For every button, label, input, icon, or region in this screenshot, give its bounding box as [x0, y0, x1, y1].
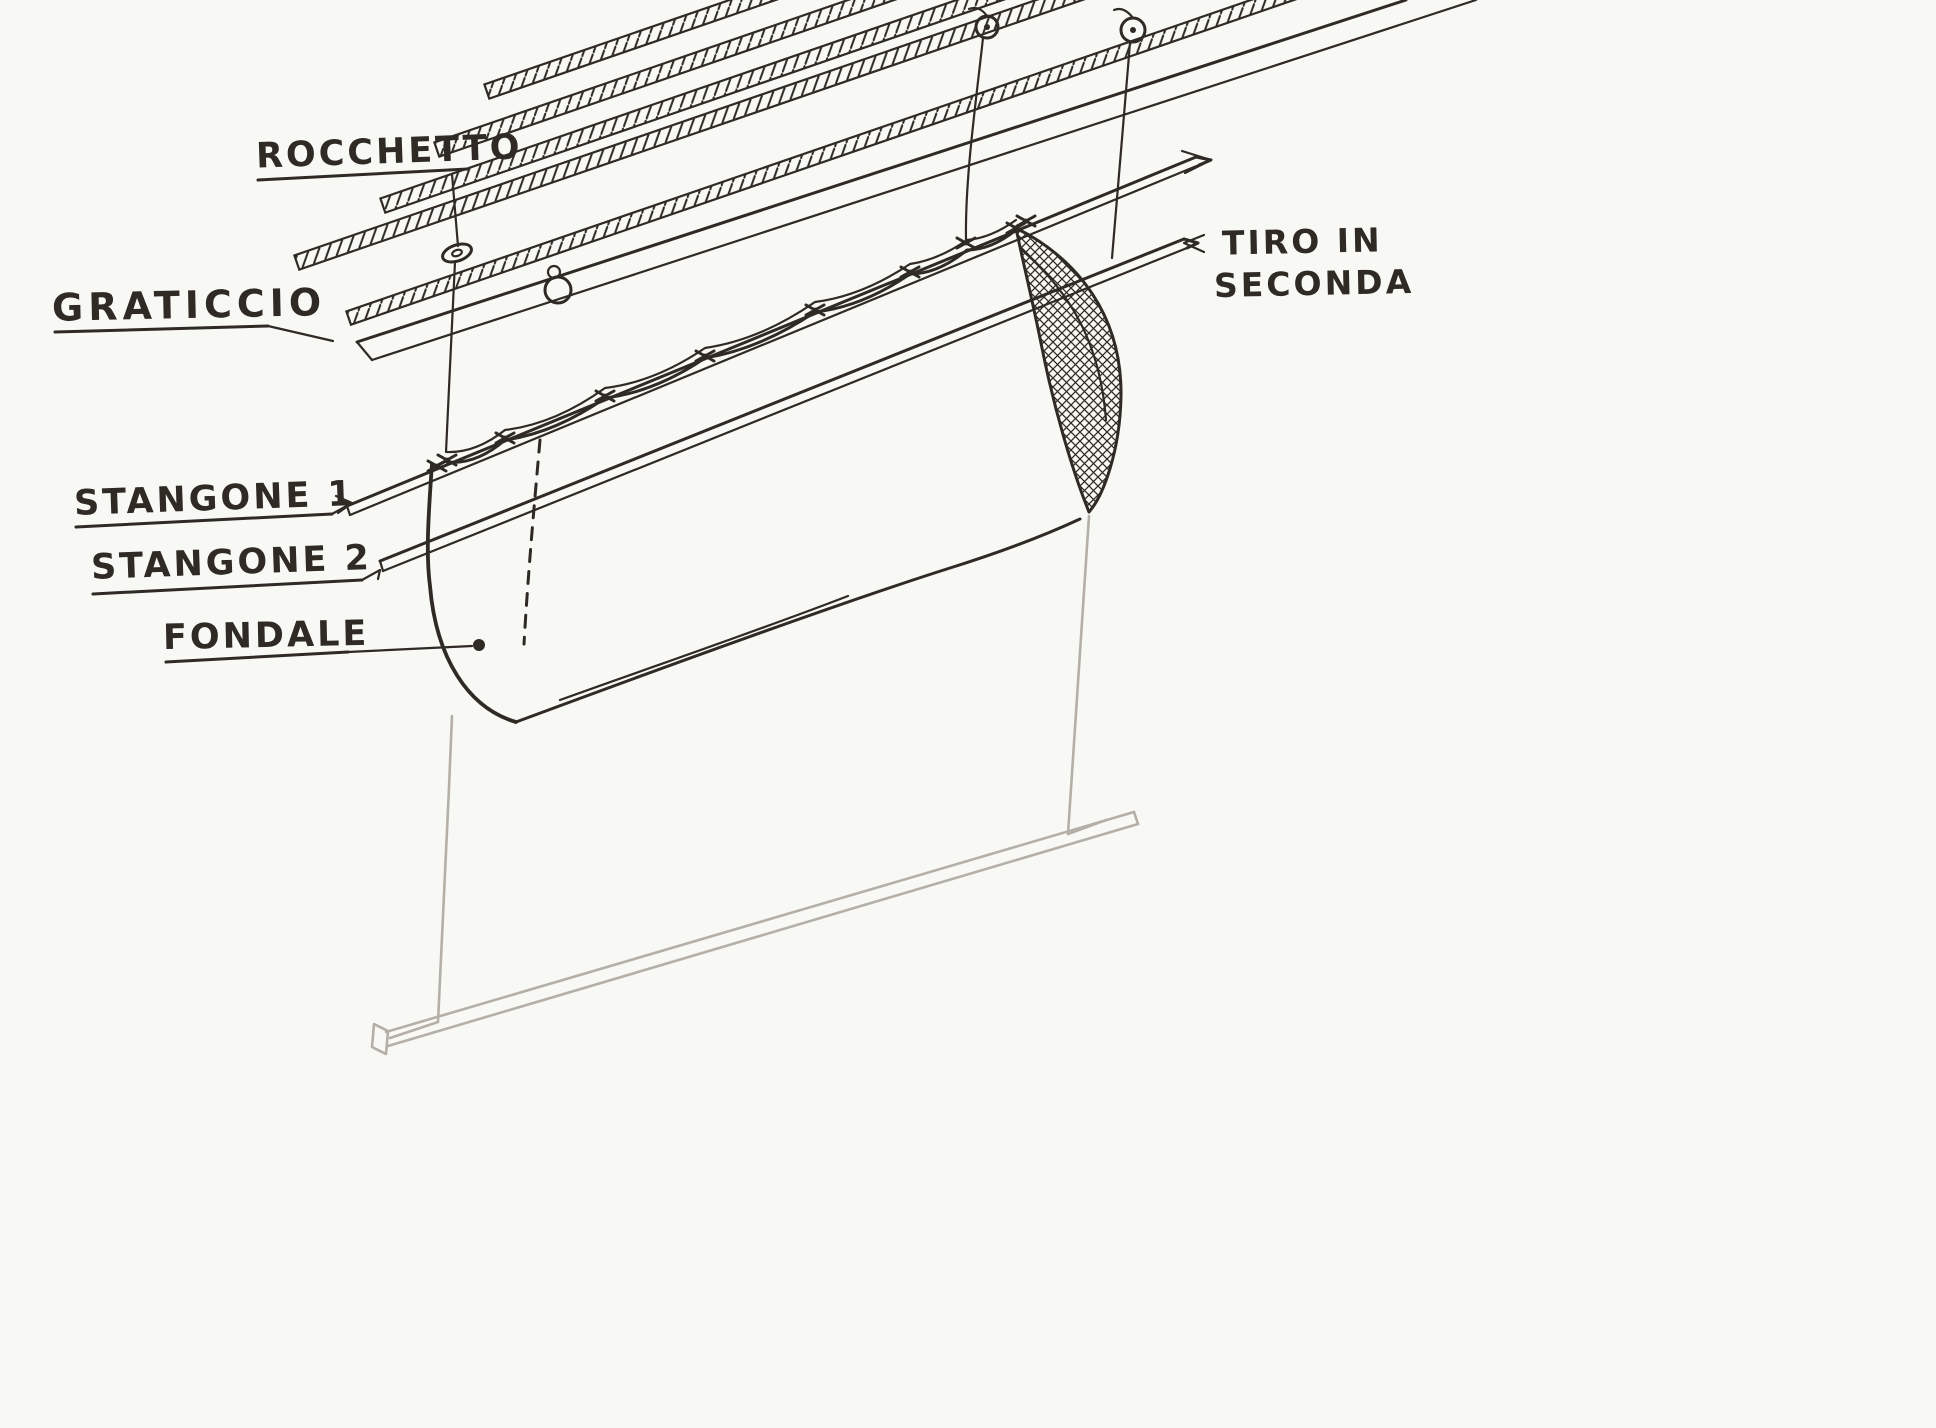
rocchetto-spool [441, 242, 473, 264]
pencil-cloth-extent [388, 514, 1108, 1040]
label-fondale: FONDALE [162, 613, 370, 659]
hidden-edge-dashed [522, 438, 542, 646]
bottom-batten-pencil [370, 810, 1140, 1056]
stangone1-leader [74, 494, 354, 529]
rolled-edge [1014, 226, 1123, 514]
grid-board-cap [355, 340, 374, 362]
stangone2-leader [91, 568, 382, 596]
label-tiro-line2: SECONDA [1213, 261, 1415, 306]
gridiron-beams [292, 0, 1936, 362]
head-pulley-left [967, 6, 1000, 40]
label-tiro-line1: TIRO IN [1221, 220, 1384, 263]
tiro-arrow [1182, 233, 1206, 254]
graticcio-leader [53, 324, 335, 343]
fondale-cloth [425, 228, 1082, 724]
grid-board-line-2 [370, 0, 1478, 362]
tie-rope [445, 218, 1018, 454]
fondale-leader [164, 639, 485, 664]
rope-right [1110, 40, 1132, 260]
rope-from-rocchetto [444, 260, 457, 454]
label-graticcio: GRATICCIO [51, 280, 327, 330]
hanging-ropes [444, 36, 1132, 454]
head-pulley-right [1112, 7, 1147, 44]
rope-middle [964, 36, 985, 242]
stangone-1-batten [345, 149, 1213, 517]
grid-board-line-1 [355, 0, 1408, 344]
rocchetto-leader [256, 167, 470, 248]
ring-pulley [543, 264, 573, 305]
